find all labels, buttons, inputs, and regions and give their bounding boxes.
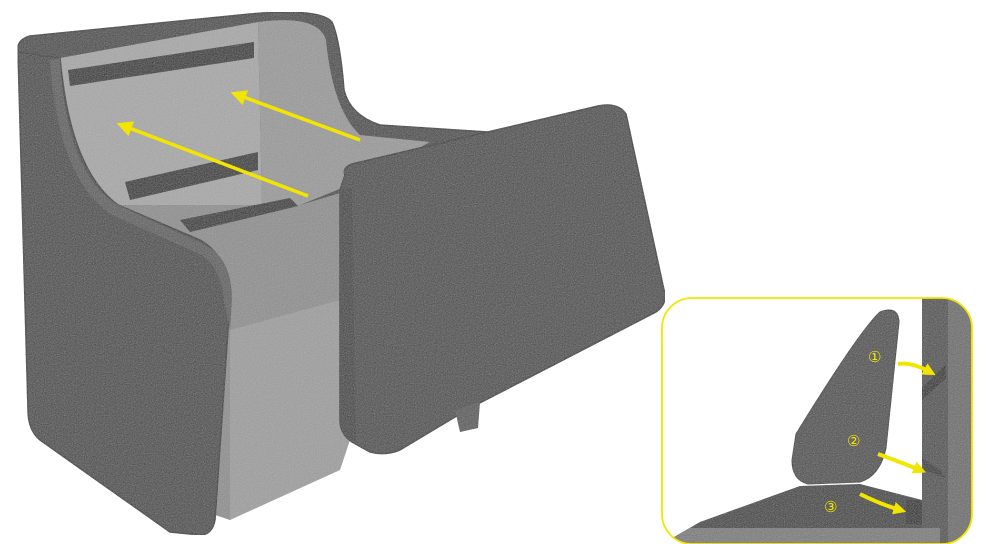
- step-label-1: ①: [868, 348, 881, 366]
- step-label-2: ②: [847, 432, 860, 450]
- assembly-detail-inset: ① ② ③: [661, 297, 973, 544]
- inset-arrow-3: [859, 492, 907, 515]
- insert-arrow-lower: [116, 121, 309, 198]
- sofa-frame: [17, 11, 666, 536]
- slot-bottom: [180, 198, 298, 232]
- step-label-3: ③: [824, 498, 837, 516]
- inset-wall-slot-2: [922, 458, 946, 478]
- seat-front: [230, 300, 350, 520]
- inset-arrow-1: [897, 361, 936, 376]
- inset-arrow-2: [877, 452, 926, 474]
- inset-seat-slot: [906, 500, 922, 524]
- insert-arrow-upper: [230, 90, 361, 142]
- inset-seat-front: [662, 528, 940, 544]
- back-cushion-side: [340, 188, 356, 442]
- cushion-foot: [455, 402, 480, 432]
- inset-wall-slot-1: [922, 364, 946, 400]
- back-cushion: [339, 104, 666, 455]
- inset-wall-edge: [948, 298, 972, 544]
- slot-top: [68, 42, 254, 86]
- inset-cushion: [791, 309, 900, 485]
- inset-border: [661, 297, 973, 544]
